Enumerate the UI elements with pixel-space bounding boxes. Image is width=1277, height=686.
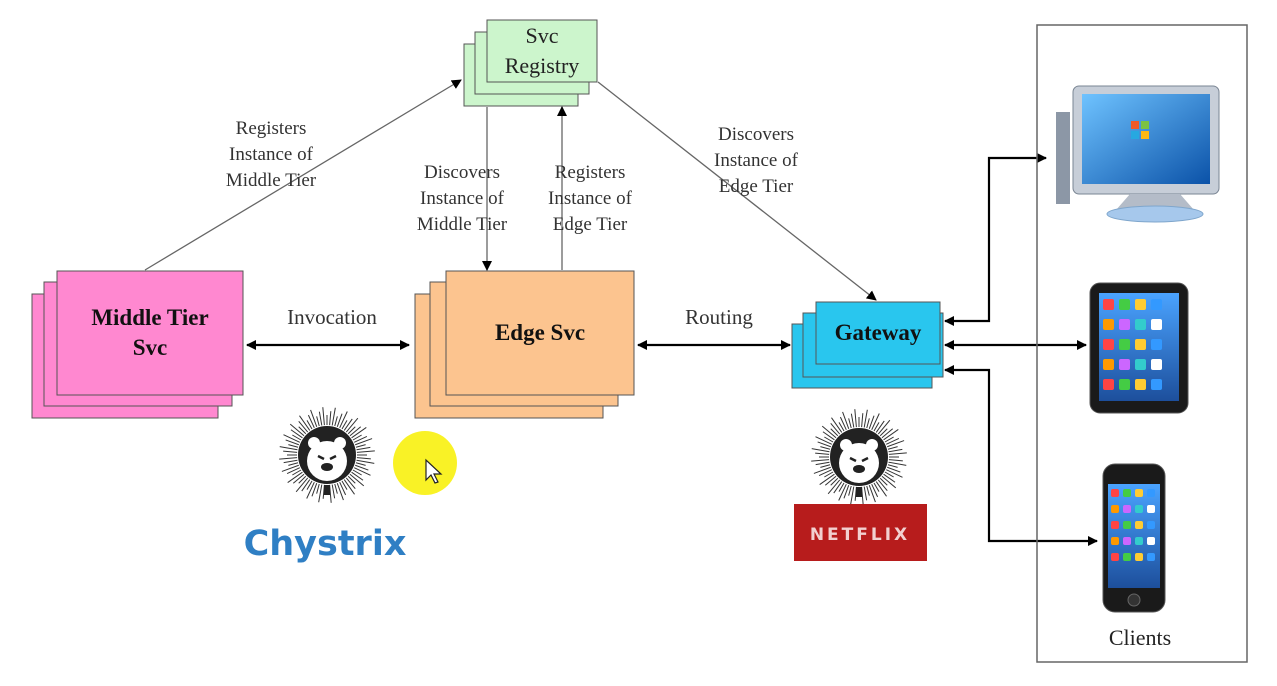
edge-svc-node: Edge Svc [414,270,635,419]
app-icon [1151,379,1162,390]
reg-edge-line2: Instance of [548,188,633,209]
invocation-label: Invocation [287,305,377,329]
app-icon [1103,379,1114,390]
reg-mid-line2: Instance of [229,144,314,165]
disc-edge-label: Discovers Instance of Edge Tier [714,124,799,197]
app-icon [1103,359,1114,370]
clients-label: Clients [1109,625,1171,650]
app-icon [1111,521,1119,529]
edge-svc-label: Edge Svc [495,320,585,345]
registry-connectors [144,79,877,301]
app-icon [1119,339,1130,350]
app-icon [1123,553,1131,561]
app-icon [1119,379,1130,390]
disc-edge-line2: Instance of [714,150,799,171]
reg-edge-line3: Edge Tier [553,214,628,235]
cursor-highlight [393,431,457,495]
netflix-mascot-icon [811,409,907,505]
reg-mid-line1: Registers [236,118,307,139]
app-icon [1147,505,1155,513]
gateway-label: Gateway [835,320,922,345]
reg-mid-label: Registers Instance of Middle Tier [226,118,317,191]
app-icon [1123,521,1131,529]
app-icon [1103,339,1114,350]
app-icon [1151,359,1162,370]
routing-label: Routing [685,305,753,329]
arrow-registry-to-gateway [597,81,877,301]
disc-edge-line1: Discovers [718,124,794,145]
gateway-node: Gateway [791,301,944,389]
reg-edge-line1: Registers [555,162,626,183]
app-icon [1111,537,1119,545]
middle-tier-label-line1: Middle Tier [91,305,208,330]
app-icon [1135,359,1146,370]
app-icon [1119,359,1130,370]
app-icon [1151,339,1162,350]
disc-mid-line3: Middle Tier [417,214,508,235]
arrow-gateway-desktop [944,153,1047,326]
hystrix-logo-text: Chystrix [244,524,407,564]
app-icon [1123,537,1131,545]
disc-mid-line1: Discovers [424,162,500,183]
app-icon [1103,299,1114,310]
app-icon [1119,319,1130,330]
app-icon [1135,553,1143,561]
app-icon [1135,319,1146,330]
desktop-monitor-icon [1056,85,1220,223]
app-icon [1103,319,1114,330]
app-icon [1111,489,1119,497]
netflix-logo: NETFLIX [794,504,927,561]
app-icon [1147,521,1155,529]
disc-mid-line2: Instance of [420,188,505,209]
app-icon [1123,505,1131,513]
app-icon [1147,537,1155,545]
app-icon [1135,537,1143,545]
mouse-pointer-icon [425,458,443,484]
registry-label-line2: Registry [505,53,580,78]
reg-mid-line3: Middle Tier [226,170,317,191]
clients-panel [1036,24,1248,663]
app-icon [1135,299,1146,310]
app-icon [1135,489,1143,497]
app-icon [1135,339,1146,350]
traffic-connectors [246,153,1098,546]
app-icon [1135,505,1143,513]
svc-registry-node: Svc Registry [463,19,598,107]
registry-label-line1: Svc [526,23,559,48]
app-icon [1151,299,1162,310]
app-icon [1135,521,1143,529]
app-icon [1111,505,1119,513]
middle-tier-svc-node: Middle Tier Svc [31,270,244,419]
reg-edge-label: Registers Instance of Edge Tier [548,162,633,235]
app-icon [1135,379,1146,390]
tablet-icon [1089,282,1189,414]
disc-mid-label: Discovers Instance of Middle Tier [417,162,508,235]
app-icon [1147,553,1155,561]
arrow-middle-to-registry [144,79,462,271]
arrow-gateway-phone [944,365,1098,546]
app-icon [1147,489,1155,497]
netflix-logo-text: NETFLIX [810,525,910,545]
app-icon [1111,553,1119,561]
disc-edge-line3: Edge Tier [719,176,794,197]
app-icon [1123,489,1131,497]
app-icon [1151,319,1162,330]
app-icon [1119,299,1130,310]
hystrix-mascot-icon [279,407,375,503]
middle-tier-label-line2: Svc [133,335,168,360]
smartphone-icon [1102,463,1166,613]
